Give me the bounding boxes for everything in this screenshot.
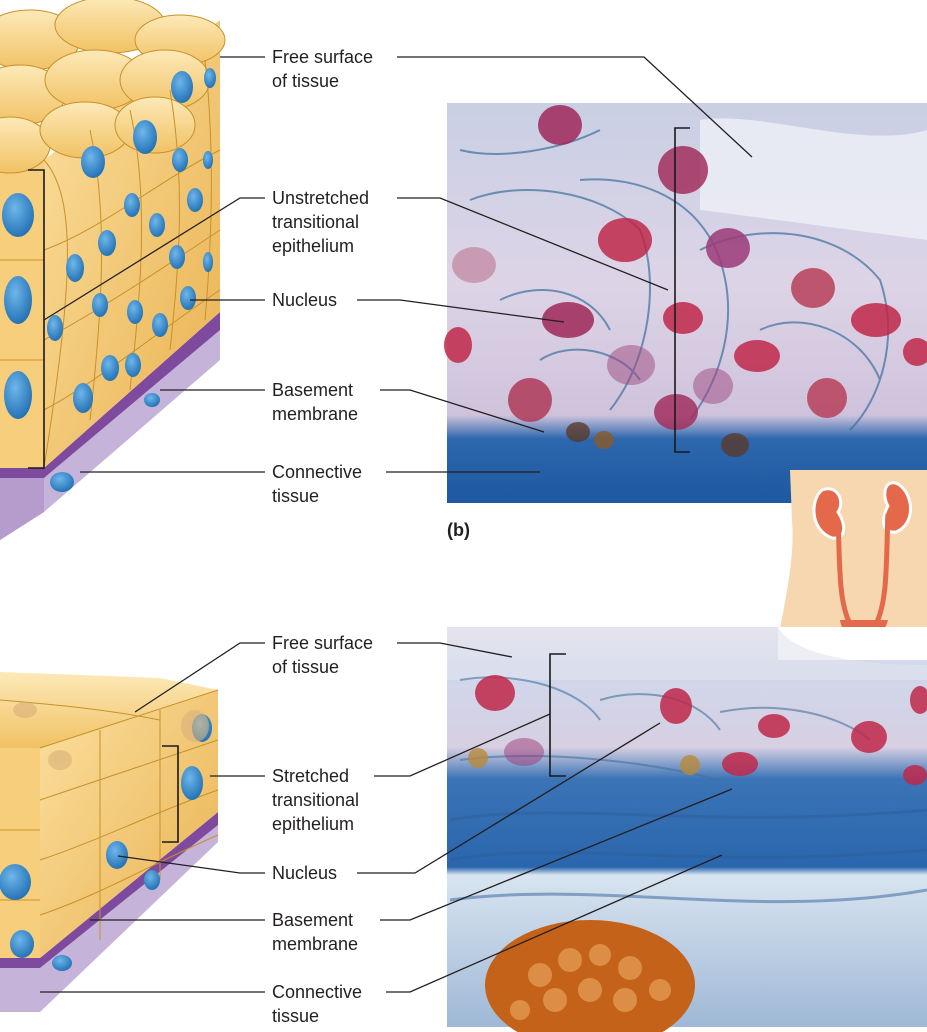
label-nucleus-c-line1: Nucleus [272,863,338,883]
label-free-surface-b: Free surface of tissue [272,45,373,93]
label-nucleus-b: Nucleus [272,288,337,312]
stretched-tissue-block [0,672,219,1012]
label-epithelium-c-line1: Stretched [272,766,350,786]
label-basement-c-line2: membrane [272,934,359,954]
unstretched-tissue-block [0,0,226,540]
label-free-surface-c: Free surface of tissue [272,631,373,679]
label-basement-c: Basement membrane [272,908,358,956]
leader-lines [40,56,753,993]
kidney-right-icon [882,481,912,534]
label-epithelium-b-line3: epithelium [272,236,355,256]
label-free-surface-c-line2: of tissue [272,657,340,677]
label-connective-b-line1: Connective [272,462,363,482]
epithelium-bracket-b [28,169,45,469]
urinary-system-inset [778,470,927,661]
micro-bracket-b [674,127,690,453]
micro-nuclei-c [475,675,927,785]
label-nucleus-b-line1: Nucleus [272,290,338,310]
label-connective-b-line2: tissue [272,486,320,506]
panel-tag-b: (b) [447,520,470,540]
epithelium-bracket-c [162,745,179,843]
label-epithelium-b: Unstretched transitional epithelium [272,186,369,258]
nuclei-unstretched [2,68,216,492]
micrograph-unstretched [444,103,927,503]
apical-dome-cells [0,0,226,174]
label-epithelium-b-line2: transitional [272,212,360,232]
blood-vessel-cluster [485,920,695,1032]
label-free-surface-b-line2: of tissue [272,71,340,91]
label-epithelium-b-line1: Unstretched [272,188,370,208]
label-connective-c: Connective tissue [272,980,362,1028]
label-basement-b: Basement membrane [272,378,358,426]
label-epithelium-c: Stretched transitional epithelium [272,764,359,836]
label-nucleus-c: Nucleus [272,861,337,885]
micrograph-stretched [447,627,927,1032]
label-free-surface-b-line1: Free surface [272,47,374,67]
micro-bracket-c [549,653,566,777]
stretched-top-face [0,672,218,748]
label-basement-c-line1: Basement [272,910,354,930]
micro-nuclei-b [444,105,927,430]
label-basement-b-line2: membrane [272,404,359,424]
label-connective-c-line1: Connective [272,982,363,1002]
label-epithelium-c-line2: transitional [272,790,360,810]
label-connective-b: Connective tissue [272,460,362,508]
label-free-surface-c-line1: Free surface [272,633,374,653]
label-connective-c-line2: tissue [272,1006,320,1026]
label-epithelium-c-line3: epithelium [272,814,355,834]
label-basement-b-line1: Basement [272,380,354,400]
